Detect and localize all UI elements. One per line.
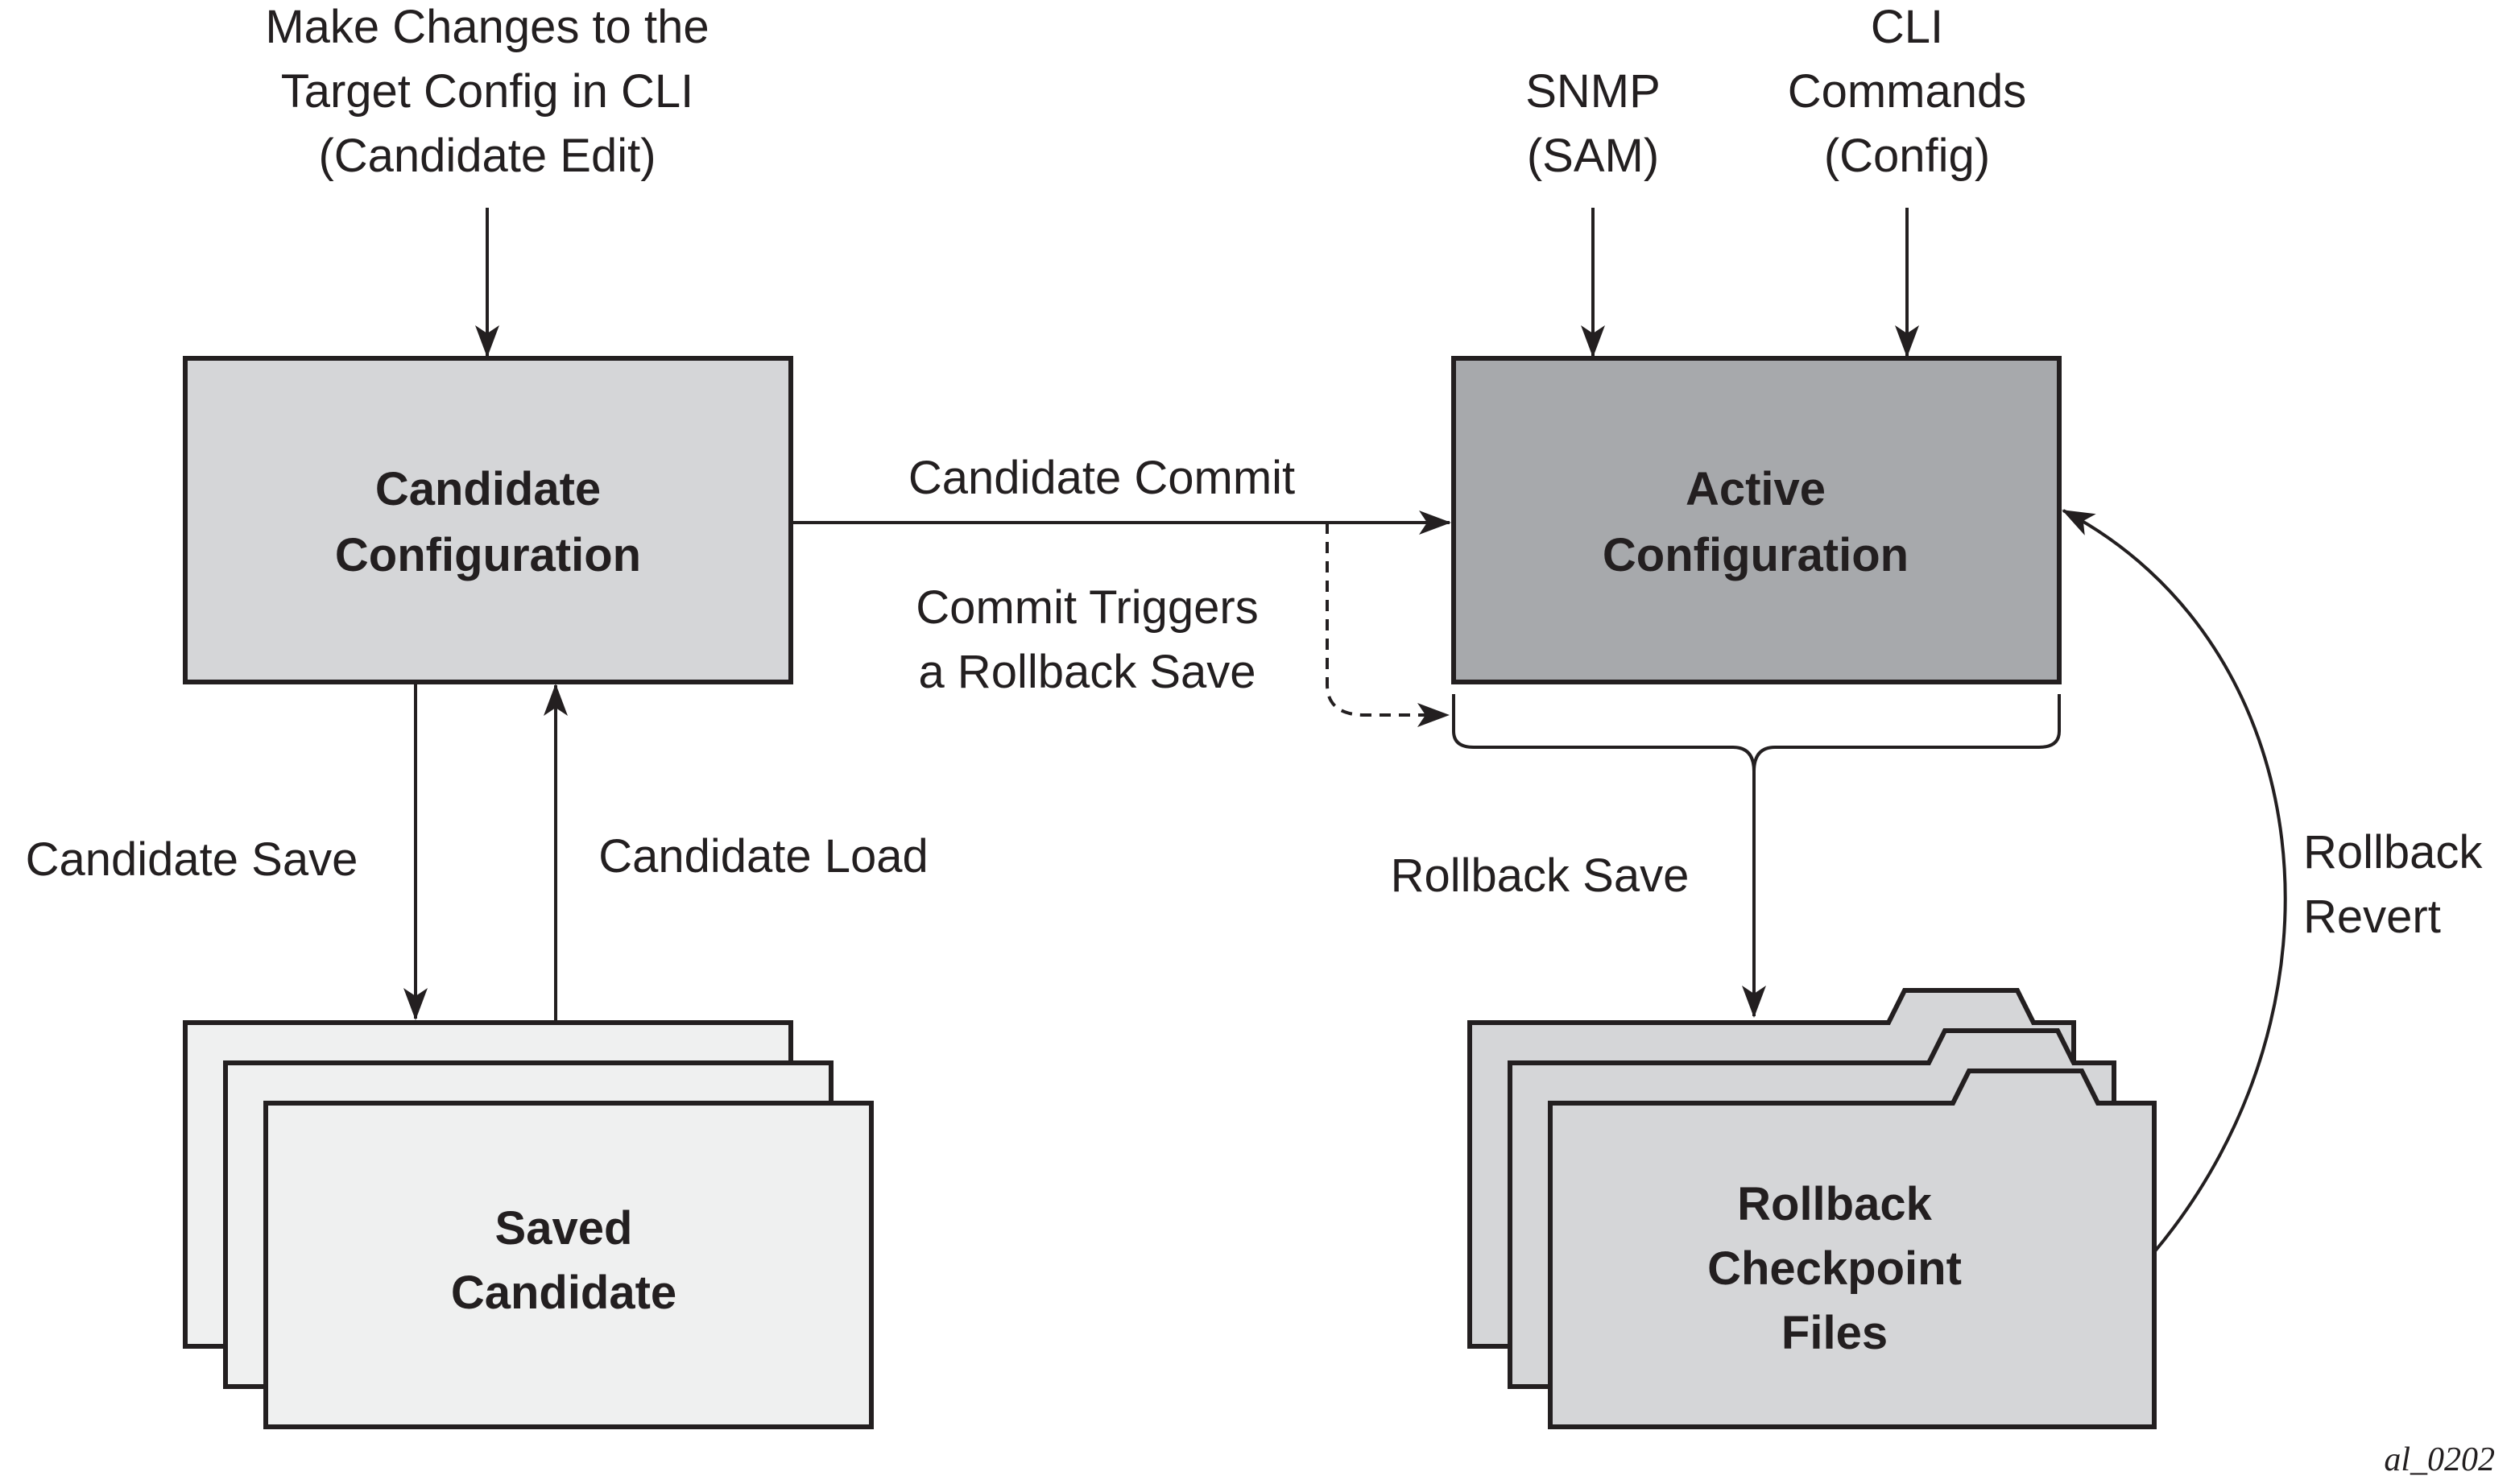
rollback-files-line-3: Files [1781, 1307, 1888, 1359]
active-configuration-box [1451, 356, 2062, 684]
candidate-configuration-box [183, 356, 793, 684]
rollback-files-line-1: Rollback [1737, 1178, 1932, 1230]
rollback-files-line-2: Checkpoint [1707, 1242, 1962, 1295]
rollback-folder-front [1548, 1069, 2157, 1429]
candidate-configuration-line-1: Candidate [375, 463, 601, 515]
snmp-line-2: (SAM) [1527, 130, 1659, 182]
saved-candidate-sheet-front [263, 1101, 874, 1429]
candidate-edit-line-3: (Candidate Edit) [318, 130, 656, 182]
commit-triggers-line-1: Commit Triggers [916, 581, 1258, 634]
commit-triggers-line-2: a Rollback Save [918, 646, 1256, 698]
cli-line-2: Commands [1788, 65, 2027, 118]
candidate-commit-label: Candidate Commit [908, 452, 1295, 504]
candidate-edit-line-1: Make Changes to the [265, 1, 709, 53]
snmp-label: SNMP (SAM) [1525, 65, 1661, 182]
cli-line-1: CLI [1871, 1, 1943, 53]
candidate-configuration-line-2: Configuration [335, 529, 641, 581]
saved-candidate-line-1: Saved [495, 1202, 633, 1255]
snmp-line-1: SNMP [1525, 65, 1661, 118]
rollback-checkpoint-stack: Rollback Checkpoint Files [1467, 988, 2157, 1429]
cli-commands-label: CLI Commands (Config) [1788, 1, 2027, 182]
saved-candidate-stack: Saved Candidate [183, 1020, 874, 1429]
rollback-revert-arrow [2062, 509, 2287, 1254]
saved-candidate-line-2: Candidate [451, 1267, 676, 1319]
commit-triggers-rollback-arrow [1326, 523, 1442, 717]
rollback-revert-line-1: Rollback [2303, 826, 2483, 878]
rollback-save-label: Rollback Save [1391, 849, 1690, 902]
candidate-load-label: Candidate Load [598, 830, 929, 883]
active-configuration-line-1: Active [1686, 463, 1826, 515]
candidate-save-label: Candidate Save [26, 833, 358, 886]
rollback-revert-line-2: Revert [2303, 891, 2441, 943]
candidate-edit-line-2: Target Config in CLI [281, 65, 694, 118]
figure-id-label: al_0202 [2384, 1441, 2495, 1478]
commit-triggers-arrowhead [1417, 703, 1450, 727]
rollback-brace [1452, 694, 2061, 772]
cli-line-3: (Config) [1824, 130, 1990, 182]
candidate-edit-label: Make Changes to the Target Config in CLI… [265, 1, 709, 182]
active-configuration-line-2: Configuration [1603, 529, 1909, 581]
